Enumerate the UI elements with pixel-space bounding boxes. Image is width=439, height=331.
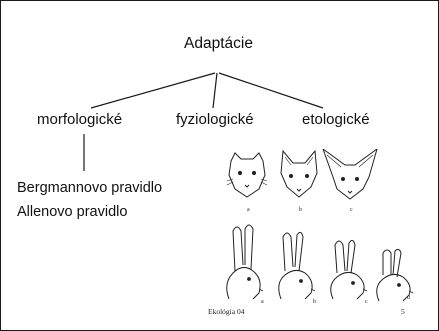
fox-head-arctic [227, 153, 267, 197]
category-fyziologicke: fyziologické [176, 111, 254, 128]
connector-root-fyziologicke [213, 73, 217, 108]
diagram-root-label: Adaptácie [184, 35, 253, 53]
rabbit-heads-illustration: a b c d [219, 223, 419, 307]
category-etologicke: etologické [302, 111, 370, 128]
rabbit-head-c [331, 240, 367, 299]
fox-label-a: a [247, 207, 250, 213]
rabbit-head-a [227, 225, 263, 299]
rule-allen: Allenovo pravidlo [17, 204, 127, 220]
rule-bergmann: Bergmannovo pravidlo [17, 180, 162, 196]
fox-head-fennec [323, 149, 377, 199]
rabbit-label-b: b [313, 299, 316, 305]
caption-ekologia: Ekológia 04 [208, 307, 244, 316]
category-morfologicke: morfologické [37, 111, 122, 128]
fox-label-b: b [299, 207, 302, 213]
rabbit-head-b [279, 232, 315, 299]
rabbit-label-a: a [261, 299, 264, 305]
connector-root-etologicke [219, 73, 323, 108]
fox-heads-illustration: a b c [223, 149, 383, 219]
rabbit-head-d [377, 249, 413, 301]
page-number: 5 [401, 307, 405, 316]
connector-root-morfologicke [91, 73, 215, 108]
rabbit-label-d: d [407, 295, 410, 301]
fox-label-c: c [350, 207, 353, 213]
fox-head-red [281, 151, 317, 197]
rabbit-label-c: c [365, 299, 368, 305]
